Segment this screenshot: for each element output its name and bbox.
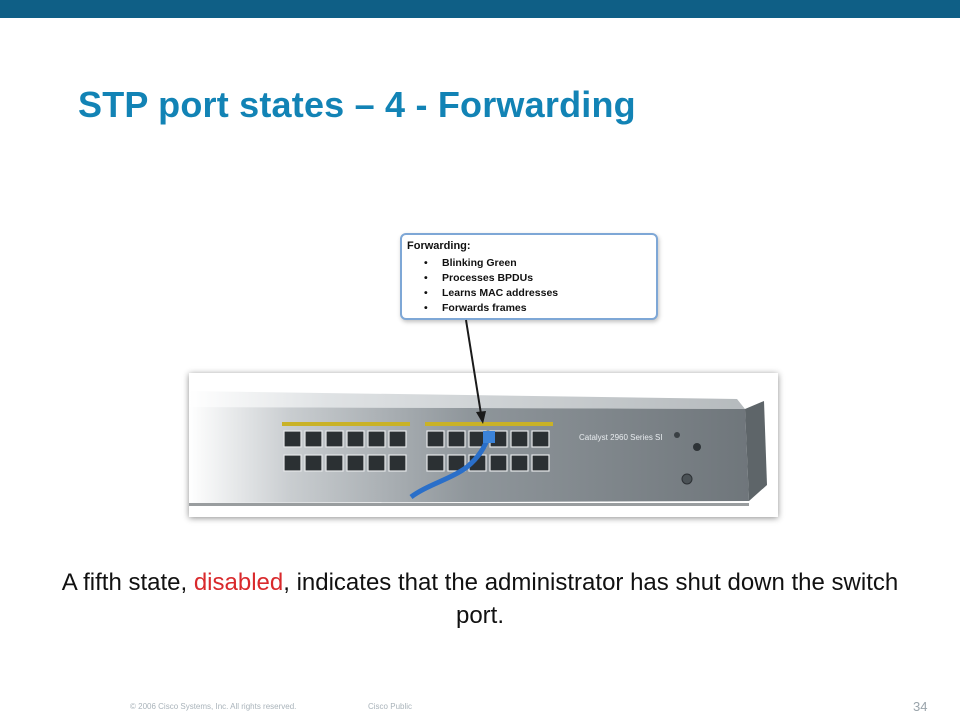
cable-plug xyxy=(483,431,495,443)
slide-title: STP port states – 4 - Forwarding xyxy=(78,84,636,125)
port-led-strip xyxy=(425,422,553,426)
callout-bullet: Blinking Green xyxy=(402,256,558,271)
ethernet-port xyxy=(510,430,529,448)
ethernet-port xyxy=(325,454,344,472)
ethernet-port xyxy=(367,430,386,448)
top-accent-bar xyxy=(0,0,960,18)
callout-heading: Forwarding: xyxy=(407,240,471,252)
switch-illustration: Catalyst 2960 Series SI xyxy=(189,391,767,506)
switch-model-label: Catalyst 2960 Series SI xyxy=(579,433,663,442)
ethernet-port xyxy=(304,430,323,448)
slide-page-number: 34 xyxy=(913,699,928,714)
callout-pointer-arrow xyxy=(465,319,486,424)
mode-button xyxy=(693,443,701,451)
ethernet-port xyxy=(447,430,466,448)
ethernet-port xyxy=(426,430,445,448)
callout-bullet: Processes BPDUs xyxy=(402,271,558,286)
ethernet-port xyxy=(531,430,550,448)
status-led xyxy=(674,432,680,438)
ethernet-port xyxy=(283,430,302,448)
slide-caption: A fifth state, disabled, indicates that … xyxy=(40,566,920,632)
ethernet-port xyxy=(426,454,445,472)
console-port xyxy=(681,473,693,485)
ethernet-port xyxy=(367,454,386,472)
caption-text-start: A fifth state, xyxy=(61,569,188,596)
ethernet-port xyxy=(510,454,529,472)
ethernet-port xyxy=(304,454,323,472)
port-block-left xyxy=(282,422,410,472)
ethernet-port xyxy=(346,430,365,448)
ethernet-port xyxy=(325,430,344,448)
ethernet-port xyxy=(346,454,365,472)
caption-text-end: , indicates that the administrator has s… xyxy=(283,569,899,629)
switch-photo: Catalyst 2960 Series SI xyxy=(189,373,778,517)
callout-bullet: Forwards frames xyxy=(402,301,558,316)
port-block-right xyxy=(425,422,553,472)
footer-classification: Cisco Public xyxy=(368,702,413,711)
ethernet-port xyxy=(388,454,407,472)
callout-bullet: Learns MAC addresses xyxy=(402,286,558,301)
callout-bullet-list: Blinking Green Processes BPDUs Learns MA… xyxy=(402,256,558,316)
ethernet-port xyxy=(283,454,302,472)
footer-copyright: © 2006 Cisco Systems, Inc. All rights re… xyxy=(130,702,297,711)
ethernet-port xyxy=(489,454,508,472)
forwarding-callout: Forwarding: Blinking Green Processes BPD… xyxy=(400,233,658,320)
ethernet-port xyxy=(531,454,550,472)
ethernet-port xyxy=(388,430,407,448)
ethernet-cable xyxy=(409,434,492,500)
caption-highlight: disabled xyxy=(193,569,284,596)
port-led-strip xyxy=(282,422,410,426)
